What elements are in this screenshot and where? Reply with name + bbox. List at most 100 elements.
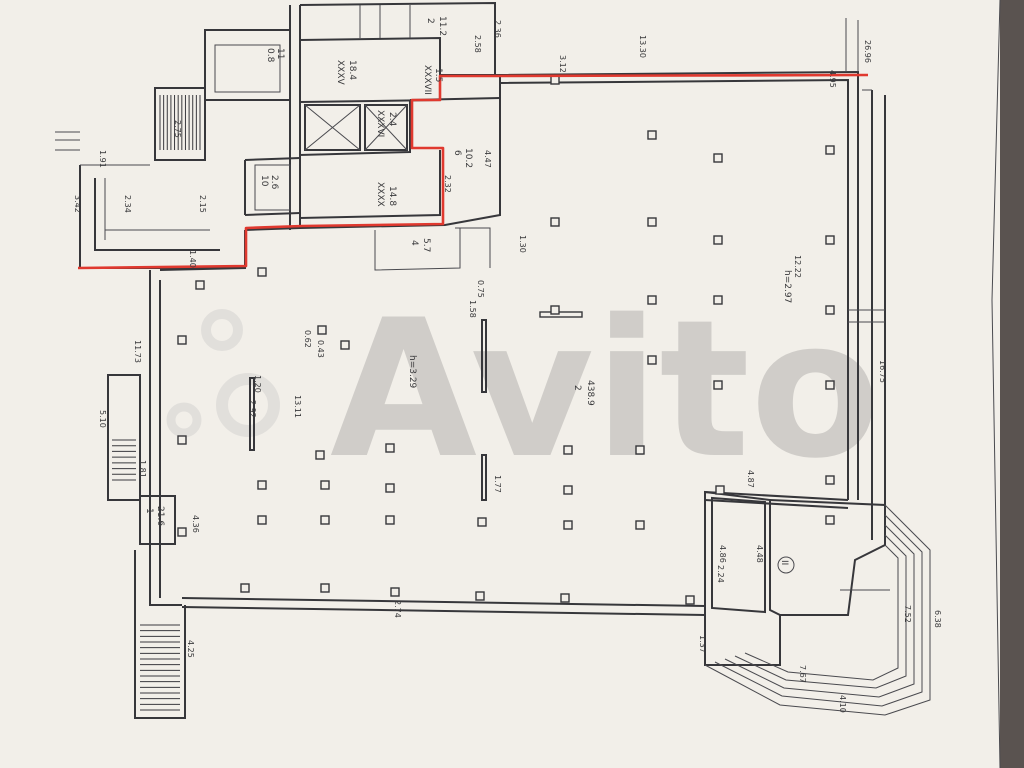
inner-partitions [249, 311, 583, 501]
annex-marker [777, 556, 795, 574]
room-1-area: 21.6 [155, 506, 165, 526]
main-hall-height: h=3.29 [407, 355, 417, 389]
room-4-number: 4 [409, 240, 419, 246]
column [177, 527, 187, 537]
dimension-label: 1.30 [518, 235, 527, 253]
dimension-label: 3.12 [558, 55, 567, 73]
dimension-label: 12.22 [793, 255, 802, 278]
dimension-label: 2.92 [248, 400, 257, 418]
dimension-label: 2.24 [716, 565, 725, 583]
room-1-number: 1 [144, 508, 154, 514]
dimension-label: 2.15 [198, 195, 207, 213]
column [240, 583, 250, 593]
main-hall-number: 2 [572, 385, 582, 391]
column [563, 485, 573, 495]
dimension-labels: 26.9613.304.472.322.583.124.952.3612.221… [73, 20, 942, 713]
dimension-label: 2.74 [393, 600, 402, 618]
column [560, 593, 570, 603]
dimension-label: 2.58 [473, 35, 482, 53]
dimension-label: 1.20 [253, 375, 262, 393]
column [477, 517, 487, 527]
dimension-label: 1.91 [98, 150, 107, 168]
column [563, 520, 573, 530]
column [177, 335, 187, 345]
column [647, 295, 657, 305]
column [825, 145, 835, 155]
columns [177, 75, 835, 605]
column [825, 235, 835, 245]
dimension-label: 16.75 [878, 360, 887, 383]
column [647, 130, 657, 140]
column [177, 435, 187, 445]
column [385, 483, 395, 493]
column [715, 485, 725, 495]
column [550, 217, 560, 227]
room-xxxvi-number: XXXVI [375, 110, 385, 137]
dimension-label: 1.58 [468, 300, 477, 318]
room-xxxvi-area: 2.4 [387, 112, 397, 127]
column [257, 267, 267, 277]
room-xxxv-number: XXXV [335, 60, 345, 85]
room-6-number: 6 [452, 150, 462, 156]
room-4-area: 5.7 [421, 238, 431, 252]
lift-shaft-2 [364, 104, 408, 151]
column [713, 235, 723, 245]
column [550, 305, 560, 315]
dimension-label: 2.36 [493, 20, 502, 38]
column [320, 515, 330, 525]
column [713, 153, 723, 163]
dimension-label: 4.95 [828, 70, 837, 88]
watermark: Avito [166, 279, 881, 500]
annex-number: II [779, 560, 789, 565]
column [825, 515, 835, 525]
paper-fold [991, 0, 1001, 768]
column [825, 305, 835, 315]
column [647, 217, 657, 227]
room-6-area: 10.2 [463, 148, 473, 168]
right-corridor [845, 18, 886, 545]
column [825, 380, 835, 390]
dimension-label: 1.37 [698, 635, 707, 653]
dimension-label: 4.10 [838, 695, 847, 713]
column [195, 280, 205, 290]
column [317, 325, 327, 335]
bottom-left-stair [134, 550, 186, 719]
main-hall-area: 438.9 [585, 380, 595, 406]
column [563, 445, 573, 455]
column [713, 295, 723, 305]
room-2-area: 11.2 [437, 16, 447, 36]
column [257, 515, 267, 525]
column [550, 75, 560, 85]
dimension-label: 0.43 [316, 340, 325, 358]
room-1-box [139, 495, 176, 545]
lift-shaft-1 [304, 104, 361, 151]
column [340, 340, 350, 350]
service-block [204, 1, 501, 271]
column [385, 443, 395, 453]
room-xxxx-number: XXXX [375, 182, 385, 207]
dimension-label: 7.52 [903, 605, 912, 623]
column [257, 480, 267, 490]
dimension-label: 0.62 [303, 330, 312, 348]
dimension-label: 26.96 [863, 40, 872, 63]
dimension-label: 5.10 [98, 410, 107, 428]
dimension-label: 1.81 [138, 460, 147, 478]
dimension-label: 1.40 [188, 250, 197, 268]
dimension-label: 2.75 [173, 120, 182, 138]
column [320, 583, 330, 593]
column [320, 480, 330, 490]
column [475, 591, 485, 601]
column [390, 587, 400, 597]
dimension-label: 4.86 [718, 545, 727, 563]
column [635, 520, 645, 530]
column [385, 515, 395, 525]
room-10-number: 10 [259, 175, 269, 187]
dimension-label: 4.25 [186, 640, 195, 658]
room-xxxvii-number: XXXVII [422, 65, 432, 95]
room-10-area: 2.6 [269, 175, 279, 190]
column [647, 355, 657, 365]
annex-ii [704, 490, 931, 716]
dimension-label: 4.87 [746, 470, 755, 488]
dimension-label: 4.36 [191, 515, 200, 533]
